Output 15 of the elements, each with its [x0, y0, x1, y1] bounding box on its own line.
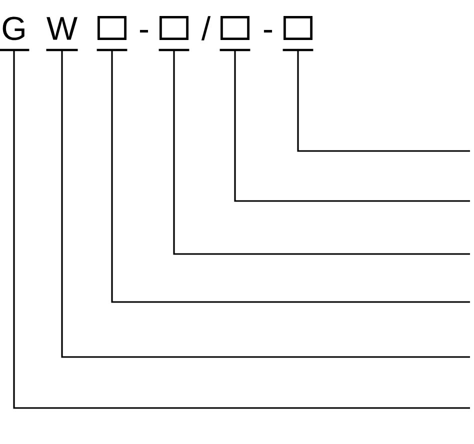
placeholder-square — [282, 16, 314, 52]
leader-line — [111, 50, 470, 303]
placeholder-square — [158, 16, 190, 52]
leader-line — [61, 50, 470, 358]
code-letter: G — [0, 16, 30, 52]
code-letter: W — [46, 17, 78, 52]
leader-line — [13, 50, 470, 409]
separator: - — [140, 30, 148, 33]
leader-line — [173, 50, 470, 255]
leader-line — [297, 50, 470, 152]
separator: / — [201, 16, 211, 40]
leader-line — [234, 50, 470, 202]
separator: - — [264, 30, 272, 33]
placeholder-square — [220, 16, 250, 52]
placeholder-square — [96, 16, 128, 52]
